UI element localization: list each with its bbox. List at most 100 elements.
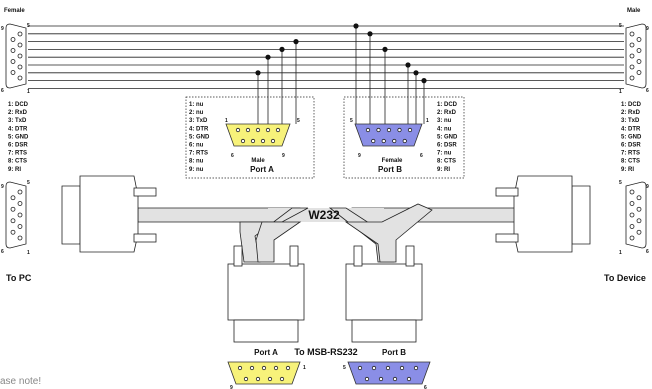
lower-right-pins-pin — [636, 195, 642, 201]
signal-label: 7: RTS — [8, 151, 27, 157]
port-a-title: Port A — [250, 165, 274, 174]
device-plug-shell — [513, 175, 573, 253]
port-a-pins-pin — [260, 138, 266, 144]
right-db9-pins-pin — [629, 31, 635, 37]
tap-junction — [353, 23, 359, 29]
pc-plug-shell — [79, 175, 139, 253]
left-db9-pin-left-top: 9 — [1, 26, 4, 32]
lower-right-pins-pin — [629, 201, 635, 206]
signal-label: 4: DTR — [621, 126, 641, 132]
signal-label: 8: CTS — [8, 159, 27, 165]
bottom-b-pins-pin — [399, 365, 405, 371]
signal-label: 5: GND — [621, 134, 642, 140]
bottom-b-pins-pin — [385, 365, 391, 371]
lower-left-pin-bottom: 1 — [27, 250, 30, 256]
signal-label: 6: nu — [189, 143, 204, 149]
left-db9-pins-pin — [17, 53, 23, 59]
port-b-pin-bl: 9 — [358, 153, 361, 159]
bottom-a-pins-pin — [243, 376, 249, 382]
tap-junction — [255, 70, 261, 76]
signal-label: 5: GND — [8, 134, 29, 140]
signal-label: 2: RxD — [621, 110, 641, 116]
signal-label: 9: RI — [8, 167, 21, 173]
left-db9-pins-pin — [10, 37, 16, 42]
port-a-gender: Male — [251, 158, 265, 164]
right-db9-pin-right-top: 9 — [646, 26, 649, 32]
left-db9-pins-pin — [17, 31, 23, 37]
lower-left-pins-pin — [17, 224, 23, 229]
signal-label: 5: GND — [189, 134, 210, 140]
lower-right-pin-bottom: 1 — [619, 250, 622, 256]
signal-label: 4: DTR — [8, 126, 28, 132]
lower-right-pins-pin — [629, 189, 635, 195]
bottom-b-pins-pin — [392, 376, 398, 382]
left-db9-pin-left-bottom: 6 — [1, 88, 4, 94]
signal-label: 1: DCD — [8, 102, 29, 108]
port-b-pins-pin — [392, 138, 397, 144]
port-a-pins-pin — [240, 138, 246, 144]
right-db9-pins-pin — [636, 70, 642, 75]
bottom-port-a-connector: 1 9 — [227, 361, 306, 389]
port-a-pin-tl: 1 — [225, 118, 228, 124]
right-db9-pin-bottom: 1 — [619, 89, 622, 95]
lower-left-pins-pin — [17, 201, 23, 206]
lower-left-pin-left-top: 9 — [1, 184, 4, 190]
signal-label: 6: DSR — [8, 143, 28, 149]
port-a-plug-face — [233, 319, 299, 343]
port-b-pin-br: 6 — [420, 153, 423, 159]
signal-label: 3: TxD — [621, 118, 640, 124]
lower-right-pins-pin — [629, 235, 635, 241]
port-b-pins-pin — [397, 127, 402, 133]
port-b-pins-pin — [386, 127, 392, 133]
right-db9-pins-pin — [629, 53, 635, 59]
right-db9-pins-pin — [636, 48, 642, 53]
w232-cable: W232 — [61, 175, 591, 343]
to-device-label: To Device — [604, 273, 646, 283]
port-b-pins-pin — [402, 138, 407, 144]
signal-label: 7: nu — [437, 151, 452, 157]
port-b-pins-pin — [365, 127, 371, 133]
signal-label: 3: TxD — [8, 118, 27, 124]
right-db9-pins-pin — [636, 37, 642, 42]
bottom-port-b-pin-left: 5 — [343, 365, 346, 371]
bottom-b-pins-pin — [406, 376, 412, 382]
port-b-pin-tl: 5 — [350, 118, 353, 124]
port-a-connector — [225, 123, 291, 147]
lower-left-pins-pin — [17, 189, 23, 195]
lower-right-pins-pin — [636, 229, 642, 235]
signal-label: 8: nu — [189, 159, 204, 165]
tap-junction — [265, 54, 271, 60]
port-a-plug-shell — [227, 263, 305, 321]
left-db9-gender-label: Female — [4, 8, 25, 14]
lower-left-pins-pin — [17, 235, 23, 241]
left-db9-pins-pin — [10, 70, 16, 75]
port-a-pins-pin — [250, 138, 256, 144]
port-b-plug-shell — [345, 263, 423, 321]
port-a-pins-pin — [265, 127, 271, 133]
tap-junction — [279, 46, 285, 53]
signal-label: 8: CTS — [437, 159, 456, 165]
right-db9-pins-pin — [629, 64, 635, 70]
port-b-pins-pin — [376, 127, 381, 133]
signal-label: 2: nu — [189, 110, 204, 116]
bottom-port-a-title: Port A — [254, 348, 278, 357]
tap-junction — [367, 31, 373, 37]
bottom-a-pins-pin — [237, 365, 243, 371]
lower-right-pins-pin — [629, 212, 635, 218]
bottom-port-b-title: Port B — [382, 348, 406, 357]
signal-label: 6: DSR — [437, 143, 457, 149]
port-a-pins-pin — [245, 127, 251, 133]
signal-label: 3: TxD — [189, 118, 208, 124]
bottom-b-pins-pin — [413, 365, 419, 371]
left-db9-pins-pin — [17, 75, 23, 81]
bottom-port-b-connector: 5 6 — [343, 361, 431, 389]
right-db9-pins-pin — [636, 59, 642, 64]
bottom-a-pins-pin — [285, 365, 291, 371]
lower-left-pins-pin — [10, 218, 16, 224]
tap-junction — [405, 62, 411, 68]
to-msb-label: To MSB-RS232 — [294, 347, 357, 357]
left-db9-connector: Female 5 1 9 6 — [1, 8, 30, 95]
wire-taps — [255, 23, 427, 124]
left-db9-pins-pin — [17, 42, 23, 48]
